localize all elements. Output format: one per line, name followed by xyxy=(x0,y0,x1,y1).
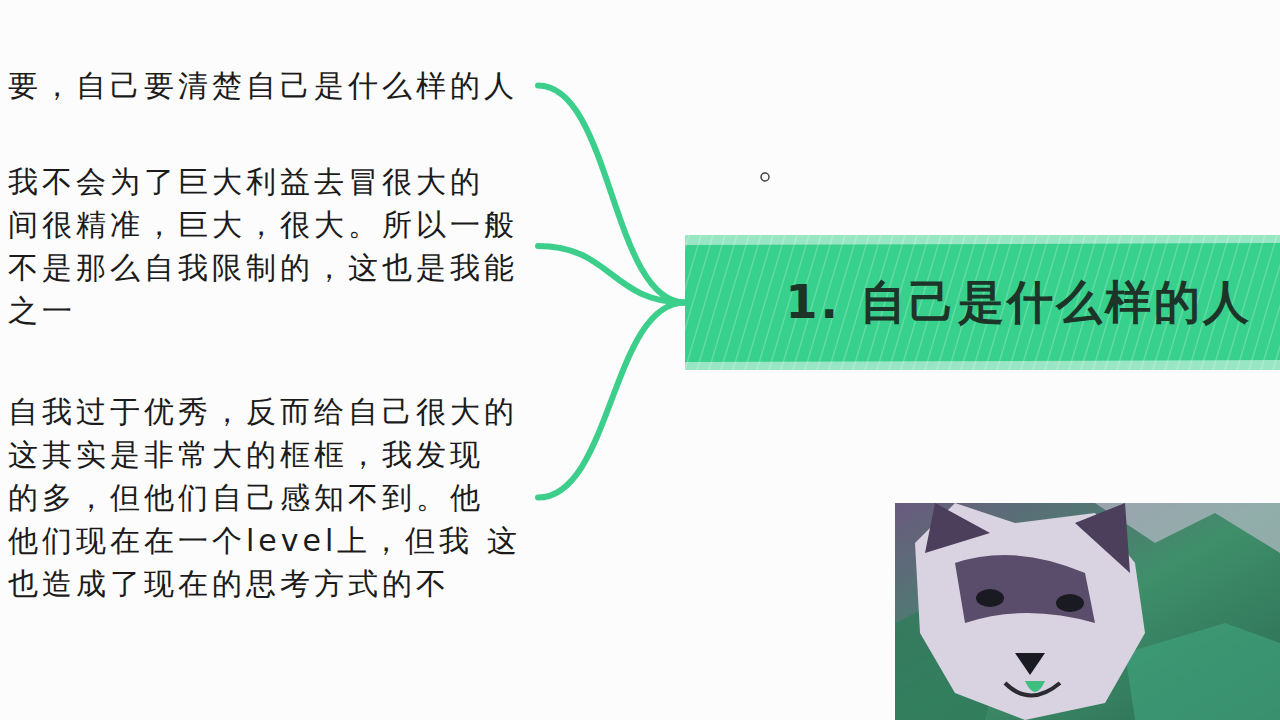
branch-text: 要，自己要清楚自己是什么样的人 xyxy=(8,64,538,107)
topic-banner: 1. 自己是什么样的人 xyxy=(685,235,1280,370)
dog-illustration xyxy=(895,503,1280,720)
topic-title: 1. 自己是什么样的人 xyxy=(786,272,1280,334)
branch-connector xyxy=(538,303,685,498)
branch-note: 我不会为了巨大利益去冒很大的 间很精准，巨大，很大。所以一般 不是那么自我限制的… xyxy=(8,160,524,332)
dot-mark xyxy=(761,173,769,181)
branch-note: 要，自己要清楚自己是什么样的人 xyxy=(8,64,524,107)
branch-text: 自我过于优秀，反而给自己很大的 这其实是非常大的框框，我发现 的多，但他们自己感… xyxy=(8,390,538,605)
branch-connector xyxy=(538,86,685,303)
branch-note: 自我过于优秀，反而给自己很大的 这其实是非常大的框框，我发现 的多，但他们自己感… xyxy=(8,390,524,605)
branch-text: 我不会为了巨大利益去冒很大的 间很精准，巨大，很大。所以一般 不是那么自我限制的… xyxy=(8,160,538,332)
branch-connector xyxy=(538,246,685,303)
